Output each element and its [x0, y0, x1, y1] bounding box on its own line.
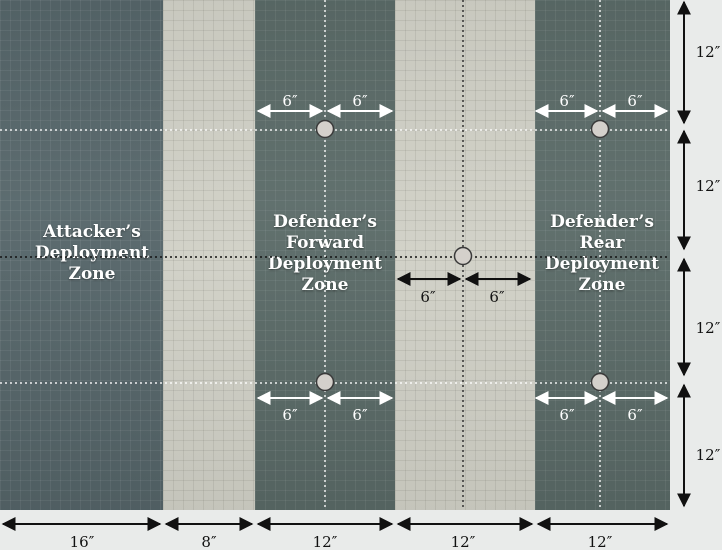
battlefield-map: Attacker’s Deployment Zone Defender’s Fo… — [0, 0, 670, 510]
defender-rear-zone-label: Defender’s Rear Deployment Zone — [544, 212, 660, 295]
attacker-deployment-band — [0, 0, 163, 510]
bottom-measure-label: 12″ — [313, 533, 338, 550]
bottom-measure-label: 8″ — [201, 533, 217, 550]
bottom-measure-label: 12″ — [451, 533, 476, 550]
objective-marker — [315, 119, 335, 139]
defender-rear-deployment-band — [535, 0, 670, 510]
side-measure-label: 12″ — [696, 319, 721, 337]
no-mans-land-band — [163, 0, 255, 510]
offset-label: 6″ — [282, 406, 298, 424]
offset-label: 6″ — [282, 92, 298, 110]
offset-label: 6″ — [627, 406, 643, 424]
central-band — [395, 0, 535, 510]
offset-label: 6″ — [352, 406, 368, 424]
side-measure-label: 12″ — [696, 43, 721, 61]
offset-label: 6″ — [627, 92, 643, 110]
offset-label: 6″ — [489, 288, 505, 306]
offset-label: 6″ — [352, 92, 368, 110]
objective-marker — [315, 372, 335, 392]
offset-label: 6″ — [559, 92, 575, 110]
side-measure-label: 12″ — [696, 177, 721, 195]
attacker-zone-label: Attacker’s Deployment Zone — [34, 222, 150, 284]
bottom-measure-label: 16″ — [70, 533, 95, 550]
objective-marker — [453, 246, 473, 266]
side-measure-label: 12″ — [696, 446, 721, 464]
bottom-measure-label: 12″ — [588, 533, 613, 550]
objective-marker — [590, 372, 610, 392]
offset-label: 6″ — [420, 288, 436, 306]
offset-label: 6″ — [559, 406, 575, 424]
objective-marker — [590, 119, 610, 139]
